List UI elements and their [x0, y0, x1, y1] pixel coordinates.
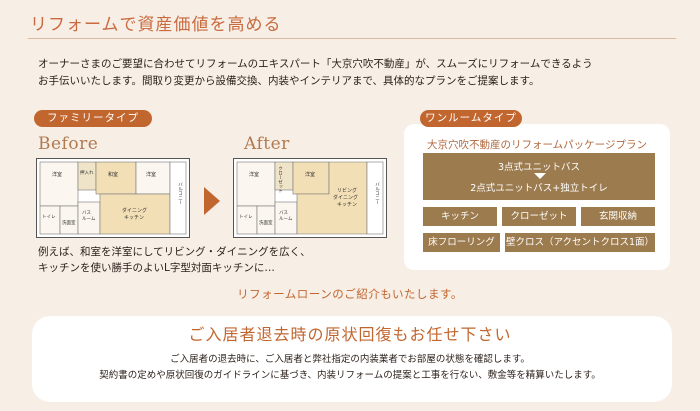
restoration-text: ご入居者の退去時に、ご入居者と弊社指定の内装業者でお部屋の状態を確認します。 契… [0, 352, 700, 384]
before-room-dining1: ダイニング [122, 207, 147, 214]
example-line-1: 例えば、和室を洋室にしてリビング・ダイニングを広く、 [38, 246, 311, 258]
package-main-from: 3点式ユニットバス [497, 162, 581, 173]
before-room-western2: 洋室 [146, 171, 156, 178]
after-room-toilet: トイレ [239, 215, 253, 220]
after-room-western1: 洋室 [249, 171, 259, 178]
before-room-western1: 洋室 [52, 171, 62, 178]
after-room-living2: ダイニング [333, 194, 358, 201]
before-room-washroom: 洗面室 [62, 219, 76, 226]
restoration-line-2: 契約書の定めや原状回復のガイドラインに基づき、内装リフォームの提案と工事を行ない… [99, 370, 601, 381]
before-room-japanese: 和室 [108, 171, 118, 178]
after-room-western2: 洋室 [305, 171, 315, 178]
package-main-to: 2点式ユニットバス+独立トイレ [470, 183, 608, 194]
before-floor-plan: 洋室 押入れ 和室 洋室 トイレ 洗面室 バス ルーム ダイニング キッチン バ… [36, 158, 190, 238]
package-item-flooring: 床フローリング [423, 233, 500, 252]
package-item-kitchen: キッチン [423, 207, 497, 226]
before-room-dining2: キッチン [124, 215, 144, 221]
page-title: リフォームで資産価値を高める [30, 15, 282, 35]
arrow-down-icon [534, 173, 546, 179]
package-main-item: 3点式ユニットバス 2点式ユニットバス+独立トイレ [423, 153, 655, 200]
loan-notice: リフォームローンのご紹介もいたします。 [237, 287, 463, 301]
after-room-bath2: ルーム [279, 216, 293, 222]
after-label: After [244, 134, 290, 154]
arrow-right-icon [204, 187, 220, 215]
after-room-closet: クローゼット [278, 166, 283, 194]
example-line-2: キッチンを使い勝手のよいL字型対面キッチンに… [38, 262, 275, 274]
after-floor-plan: 洋室 クローゼット 洋室 リビング ダイニング キッチン トイレ 洗面室 バス … [233, 158, 387, 238]
after-room-living1: リビング [337, 187, 357, 194]
before-room-closet: 押入れ [80, 169, 94, 176]
family-example-text: 例えば、和室を洋室にしてリビング・ダイニングを広く、 キッチンを使い勝手のよいL… [38, 244, 368, 276]
package-item-entrance-storage: 玄関収納 [581, 207, 655, 226]
after-room-living3: キッチン [337, 202, 357, 208]
before-room-toilet: トイレ [42, 215, 56, 220]
package-item-closet: クローゼット [502, 207, 576, 226]
package-item-wall-cloth: 壁クロス（アクセントクロス1面） [505, 233, 655, 252]
after-room-balcony: バルコニー [375, 182, 380, 205]
after-room-bath: バス [279, 210, 288, 216]
intro-text: オーナーさまのご要望に合わせてリフォームのエキスパート「大京穴吹不動産」が、スム… [38, 56, 678, 90]
after-room-washroom: 洗面室 [259, 219, 273, 226]
before-label: Before [38, 134, 99, 154]
before-room-bath: バス [82, 210, 91, 216]
restoration-line-1: ご入居者の退去時に、ご入居者と弊社指定の内装業者でお部屋の状態を確認します。 [170, 354, 530, 365]
oneroom-type-badge: ワンルームタイプ [420, 110, 522, 127]
package-plan-title: 大京穴吹不動産のリフォームパッケージプラン [427, 139, 647, 151]
title-divider [28, 38, 676, 39]
before-room-balcony: バルコニー [178, 182, 183, 205]
intro-line-2: お手伝いいたします。間取り変更から設備交換、内装やインテリアまで、具体的なプラン… [38, 75, 540, 87]
intro-line-1: オーナーさまのご要望に合わせてリフォームのエキスパート「大京穴吹不動産」が、スム… [38, 58, 593, 70]
family-type-badge: ファミリータイプ [34, 110, 152, 127]
before-room-bath2: ルーム [82, 216, 96, 222]
restoration-panel [32, 316, 672, 402]
restoration-title: ご入居者退去時の原状回復もお任せ下さい [188, 325, 512, 344]
